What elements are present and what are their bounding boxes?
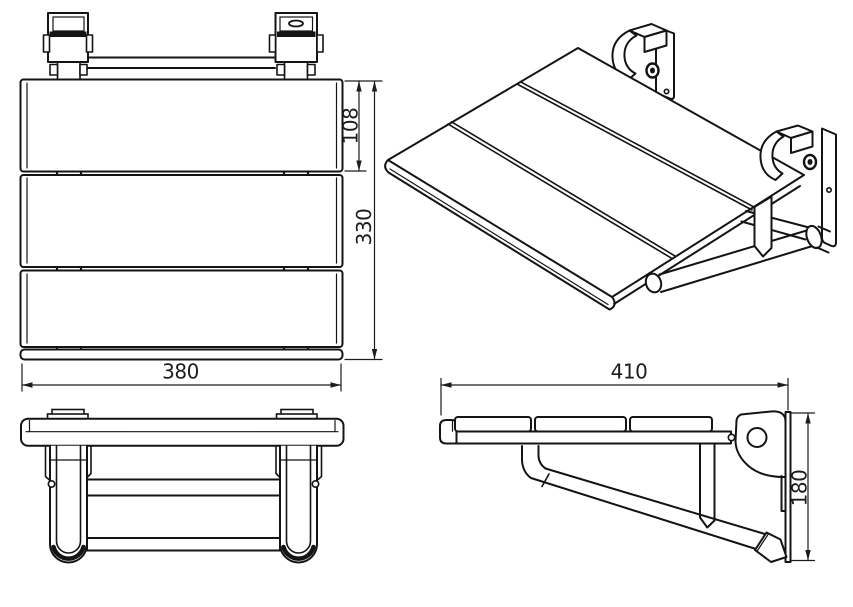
leg-crossbar-upper: [86, 478, 281, 497]
iso-support-tubes: [644, 195, 831, 294]
bracket-ear-right: [85, 34, 94, 53]
folding-leg-left: [44, 444, 92, 564]
side-leg-foot-pad: [754, 531, 788, 563]
iso-hinge-clamp-upper: [611, 29, 638, 81]
bracket-inner-plate: [52, 16, 85, 32]
isometric-view: [384, 23, 837, 311]
iso-pivot-hole-center-upper: [650, 67, 655, 74]
iso-seat: [384, 47, 805, 311]
side-seat-pivot-pin: [727, 433, 736, 442]
dimension-overall-height: 330: [344, 80, 383, 361]
seat-slat-2: [19, 174, 344, 268]
side-leg-tube-edge: [521, 445, 759, 551]
side-latch-bar: [699, 442, 716, 529]
dimension-bracket-height: 180: [788, 412, 816, 562]
bracket-foot: [306, 63, 316, 76]
side-leg-tube-edge: [537, 445, 768, 536]
iso-slat-gap: [447, 123, 673, 260]
bracket-ear-right: [316, 34, 324, 53]
iso-leg-tube-end-cap: [644, 272, 663, 294]
side-wall-plate: [784, 411, 792, 563]
leg-pivot-screw: [47, 479, 56, 488]
side-folding-leg: [521, 442, 768, 551]
wall-bracket-right: [268, 12, 324, 81]
leg-outer-tube: [279, 444, 318, 564]
leg-foot-cap: [281, 544, 316, 561]
iso-leg-tube-edge: [660, 245, 814, 293]
side-hinge-pivot-hole: [746, 427, 768, 448]
iso-slat-gap: [516, 83, 753, 211]
seat-slat-3: [19, 269, 344, 348]
iso-seat-front-lip: [389, 168, 609, 306]
dim-label-overall-depth: 410: [611, 360, 648, 384]
leg-inner-tube: [285, 445, 312, 554]
iso-pivot-hole-center-lower: [807, 159, 813, 165]
iso-rear-pivot-tube-edge: [740, 220, 807, 241]
iso-latch-fin: [753, 195, 773, 258]
dim-label-overall-width: 380: [162, 360, 199, 384]
iso-slat-gap: [450, 121, 677, 258]
front-view-open: 108 330 380: [19, 12, 383, 392]
leg-crossbar-lower: [86, 537, 281, 552]
iso-seat-top: [387, 47, 805, 298]
iso-screw-lower: [825, 187, 832, 194]
bracket-clamp-band: [277, 31, 316, 37]
seat-slats-front: [19, 78, 344, 361]
side-view: 410 180: [439, 360, 816, 563]
side-slat-2: [534, 416, 627, 433]
side-foot-pad-line: [756, 533, 769, 552]
bracket-ear-left: [268, 34, 277, 53]
bracket-body: [47, 12, 89, 63]
iso-sleeve-edge: [817, 225, 831, 233]
dimension-overall-width: 380: [21, 360, 342, 392]
iso-screw-upper: [663, 88, 670, 95]
seat-slat-1: [19, 78, 344, 173]
bracket-inner-plate: [279, 16, 314, 32]
iso-hinge-block-face-upper: [643, 29, 668, 53]
dim-label-bracket-height: 180: [788, 470, 812, 507]
wall-bracket-left: [42, 12, 94, 81]
iso-hinge-block-face-lower: [790, 130, 814, 154]
dim-label-slat-height: 108: [339, 108, 363, 145]
iso-leg-tube-edge: [658, 228, 811, 276]
side-slat-1: [454, 416, 532, 433]
iso-sleeve-edge: [816, 246, 830, 254]
front-view-folded: [20, 408, 345, 564]
bracket-foot: [49, 63, 59, 76]
side-seat-board: [455, 430, 732, 445]
latch-plate-inner: [275, 445, 281, 479]
side-leg-joint-line: [541, 473, 550, 488]
iso-hinge-clamp-lower: [759, 130, 785, 181]
latch-plate-outer: [44, 445, 51, 482]
bracket-slot: [288, 19, 304, 28]
folding-leg-right: [275, 444, 323, 564]
side-slat-3: [629, 416, 713, 433]
latch-plate-outer: [316, 445, 323, 482]
leg-inner-tube: [55, 445, 82, 554]
dim-label-overall-height: 330: [352, 209, 376, 246]
bracket-foot: [79, 63, 88, 76]
bracket-foot: [276, 63, 286, 76]
leg-outer-tube: [49, 444, 88, 564]
iso-seat-front-face: [384, 159, 616, 311]
dimension-overall-depth: 410: [440, 360, 789, 416]
side-hinge-plate-tab: [780, 475, 787, 512]
bracket-clamp-band: [49, 31, 87, 37]
leg-pivot-screw: [311, 479, 320, 488]
slat-gap-connectors: [55, 171, 310, 350]
iso-slat-gap: [519, 81, 757, 209]
dimension-slat-height: 108: [339, 80, 383, 172]
leg-foot-cap: [51, 544, 86, 561]
seat-front-edge-strip: [19, 348, 344, 361]
bracket-ear-left: [42, 34, 51, 53]
latch-plate-inner: [86, 445, 92, 479]
